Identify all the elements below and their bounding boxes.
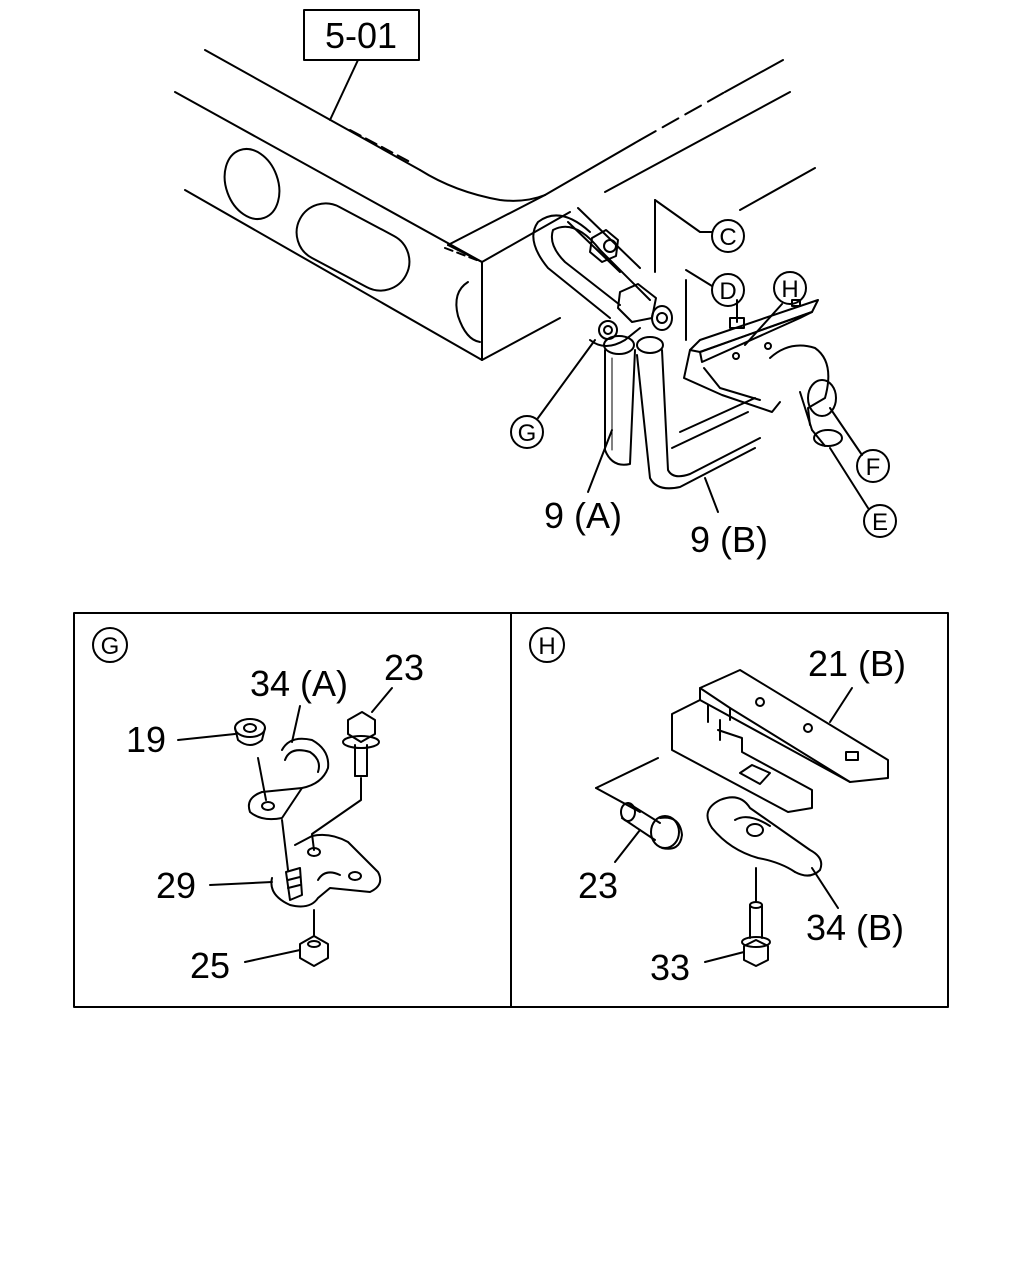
callout-h[interactable]: H xyxy=(744,271,807,346)
detail-g-header: G xyxy=(92,627,128,663)
svg-text:D: D xyxy=(719,278,736,305)
callout-d[interactable]: D xyxy=(685,269,745,307)
elbow-e[interactable] xyxy=(811,429,843,447)
part-33-screw[interactable] xyxy=(741,867,771,967)
detail-h-header: H xyxy=(529,627,565,663)
callout-g[interactable]: G xyxy=(510,339,596,449)
detail-panel-h xyxy=(510,612,949,1008)
hose-9a[interactable] xyxy=(603,335,636,466)
svg-text:E: E xyxy=(872,509,888,536)
leader-23g xyxy=(371,687,393,713)
leader-34b xyxy=(811,867,839,909)
part-19-grommet[interactable] xyxy=(234,718,266,746)
reference-box[interactable]: 5-01 xyxy=(303,9,420,61)
guide-line-h xyxy=(595,757,659,789)
label-33[interactable]: 33 xyxy=(650,947,690,988)
leader-33 xyxy=(704,951,745,963)
guide-line-h2 xyxy=(595,787,641,813)
leader-23h xyxy=(614,829,641,863)
part-23-bolt-g[interactable] xyxy=(311,711,380,851)
label-21b[interactable]: 21 (B) xyxy=(808,643,906,684)
svg-text:C: C xyxy=(719,224,736,251)
part-bracket-plate-g[interactable] xyxy=(270,833,382,908)
part-25-nut[interactable] xyxy=(299,909,329,967)
part-23-bolt-h[interactable] xyxy=(620,802,683,850)
label-25[interactable]: 25 xyxy=(190,945,230,986)
label-23h[interactable]: 23 xyxy=(578,865,618,906)
label-19[interactable]: 19 xyxy=(126,719,166,760)
callout-e[interactable]: E xyxy=(829,447,897,538)
bracket-h[interactable] xyxy=(683,299,819,413)
svg-text:G: G xyxy=(101,633,120,660)
pipe-end-d-support xyxy=(654,199,687,341)
reference-leader xyxy=(329,59,359,121)
callout-c[interactable]: C xyxy=(654,199,745,253)
svg-text:H: H xyxy=(538,633,555,660)
label-9b[interactable]: 9 (B) xyxy=(690,519,768,560)
fitting-c[interactable] xyxy=(589,229,619,263)
label-29[interactable]: 29 xyxy=(156,865,196,906)
leader-19 xyxy=(177,733,236,741)
reference-label: 5-01 xyxy=(325,15,397,56)
part-21b-bracket[interactable] xyxy=(671,669,889,813)
leader-21b xyxy=(829,687,853,723)
leader-25 xyxy=(244,949,301,963)
svg-text:H: H xyxy=(781,276,798,303)
part-29-stud[interactable] xyxy=(281,819,303,901)
label-9a[interactable]: 9 (A) xyxy=(544,495,622,536)
callout-f[interactable]: F xyxy=(829,407,890,483)
svg-text:F: F xyxy=(866,454,881,481)
fitting-d[interactable] xyxy=(617,283,673,331)
label-23g[interactable]: 23 xyxy=(384,647,424,688)
elbow-f[interactable] xyxy=(769,344,837,431)
svg-text:G: G xyxy=(518,420,537,447)
leader-9b xyxy=(704,477,719,513)
part-34b-clip[interactable] xyxy=(706,796,823,877)
frame-member xyxy=(174,49,816,361)
leader-9a xyxy=(587,429,613,493)
part-34a-clip[interactable] xyxy=(247,737,330,821)
label-34b[interactable]: 34 (B) xyxy=(806,907,904,948)
leader-34a xyxy=(291,705,301,743)
label-34a[interactable]: 34 (A) xyxy=(250,663,348,704)
pipe-loop-upper xyxy=(532,207,651,319)
leader-29 xyxy=(209,881,273,886)
hose-9b[interactable] xyxy=(636,336,761,490)
